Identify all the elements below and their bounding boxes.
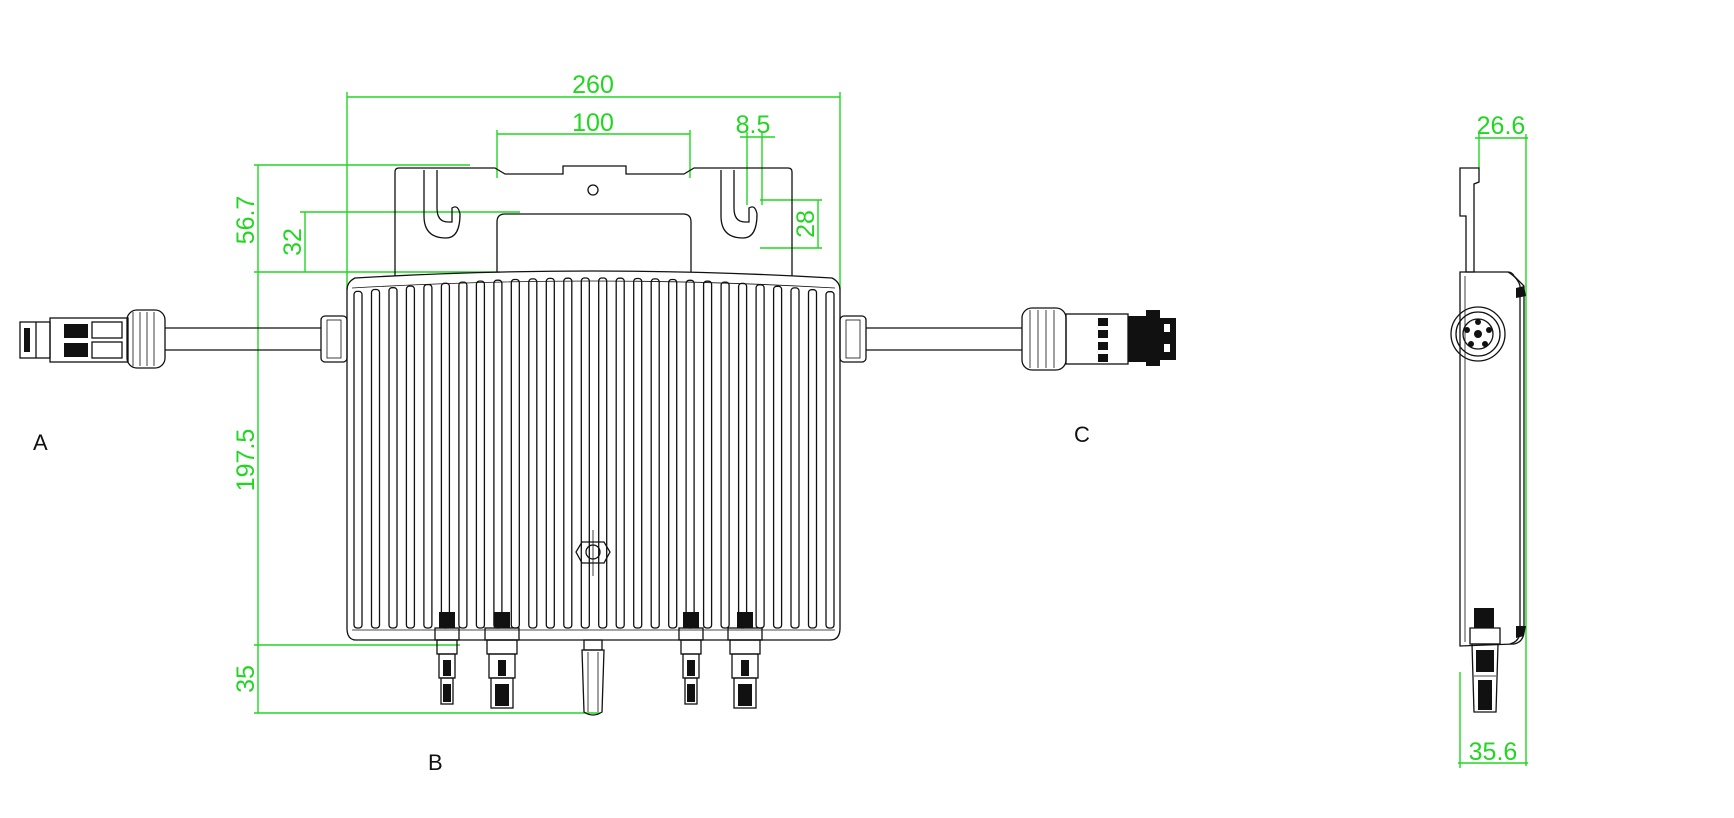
cooling-fin: [650, 278, 660, 629]
dc-connector: [678, 612, 704, 705]
side-bracket: [1459, 167, 1480, 273]
dimension-slot-spacing: 100: [572, 109, 614, 137]
cooling-fin: [405, 285, 416, 629]
right-cable-gland: [839, 315, 867, 363]
cooling-fin: [563, 277, 573, 629]
cooling-fin: [370, 288, 381, 629]
side-dc-connector: [1469, 608, 1501, 713]
bracket-slot-left: [423, 170, 461, 239]
dimension-overall-width: 260: [572, 71, 614, 99]
cooling-fin: [458, 281, 468, 629]
dimension-body-height: 197.5: [232, 429, 260, 492]
cooling-fins: [353, 277, 835, 629]
mounting-bracket: [394, 165, 793, 276]
dc-connectors: [434, 612, 763, 709]
dimension-slot-offset: 32: [279, 228, 307, 256]
dimension-slot-depth: 28: [792, 210, 820, 238]
dc-connector: [434, 612, 460, 705]
dimension-lines: [254, 92, 1528, 768]
label-c: C: [1074, 422, 1090, 447]
cooling-fin: [790, 287, 800, 629]
cooling-fin: [598, 277, 608, 629]
side-view: [1450, 167, 1526, 713]
side-housing: [1459, 271, 1525, 647]
ac-connector-c: [1021, 307, 1176, 371]
vent-plug: [581, 639, 605, 716]
cooling-fin: [615, 277, 625, 629]
cooling-fin: [720, 281, 730, 629]
bracket-slot-right: [720, 170, 758, 239]
cooling-fin: [528, 278, 538, 629]
cooling-fin: [825, 291, 835, 629]
cooling-fin: [440, 282, 451, 629]
cooling-fin: [685, 279, 695, 629]
cooling-fin: [737, 282, 748, 629]
left-cable-gland: [320, 315, 348, 363]
dimension-slot-width: 8.5: [736, 111, 771, 139]
cooling-fin: [580, 277, 590, 629]
cooling-fin: [807, 289, 818, 629]
cooling-fin: [772, 285, 783, 629]
cooling-fin: [702, 280, 713, 629]
cooling-fin: [510, 278, 520, 629]
dimension-side-total-depth: 35.6: [1469, 738, 1518, 766]
housing-outline: [346, 270, 841, 641]
cooling-fin: [545, 277, 555, 629]
dc-connector: [484, 612, 520, 709]
bracket-window: [496, 213, 692, 272]
cooling-fin: [493, 279, 503, 629]
label-b: B: [428, 750, 443, 775]
front-view: [19, 165, 1176, 716]
dimension-bracket-height: 56.7: [232, 196, 260, 245]
ground-screw: [575, 530, 611, 576]
ac-connector-a: [19, 309, 166, 369]
dimension-connector-height: 35: [232, 665, 260, 693]
side-round-connector: [1450, 306, 1506, 362]
cooling-fin: [668, 278, 678, 629]
cooling-fin: [353, 290, 363, 629]
dc-connector: [727, 612, 763, 709]
label-a: A: [33, 430, 48, 455]
cooling-fin: [423, 283, 433, 629]
cooling-fin: [755, 284, 765, 629]
dimension-side-top-depth: 26.6: [1477, 112, 1526, 140]
cooling-fin: [633, 277, 643, 629]
cooling-fin: [475, 280, 486, 629]
cooling-fin: [388, 287, 398, 629]
